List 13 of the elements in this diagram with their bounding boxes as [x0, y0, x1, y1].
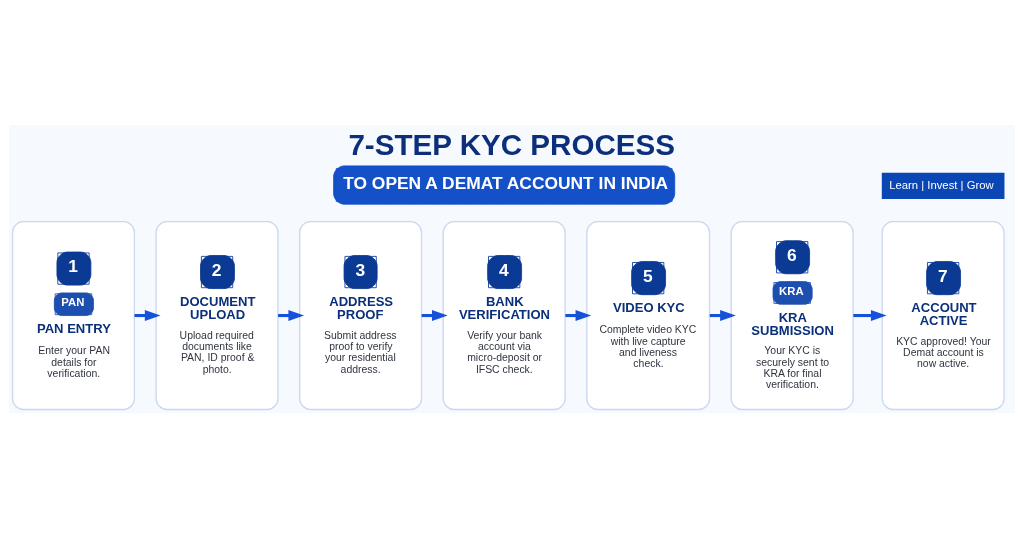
node-box: 2 DOCUMENT UPLOAD Upload required documents like PAN, ID proof & photo.: [155, 220, 279, 411]
label: Learn | Invest | Grow: [889, 178, 994, 191]
node-box: 3 ADDRESS PROOF Submit address proof to verify your residential address.: [299, 220, 423, 411]
label: TO OPEN A DEMAT ACCOUNT IN INDIA: [343, 172, 669, 193]
arrow: [853, 310, 887, 322]
node-box: 5 VIDEO KYC Complete video KYC with live capture and liveness check.: [586, 220, 711, 411]
node-box: 1 PAN PAN ENTRY Enter your PAN details for verification.: [11, 220, 136, 411]
arrow: [565, 310, 592, 322]
arrow: [134, 310, 161, 322]
node-box: 6 KRA KRA SUBMISSION Your KYC is securely sent to KRA for final verification.: [730, 220, 854, 411]
node-box: 7 ACCOUNT ACTIVE KYC approved! Your Demat account is now active.: [881, 220, 1005, 411]
diagram-title: 7-STEP KYC PROCESS: [348, 127, 675, 161]
node-box: 4 BANK VERIFICATION Verify your bank account via micro-deposit or IFSC check.: [442, 220, 566, 411]
